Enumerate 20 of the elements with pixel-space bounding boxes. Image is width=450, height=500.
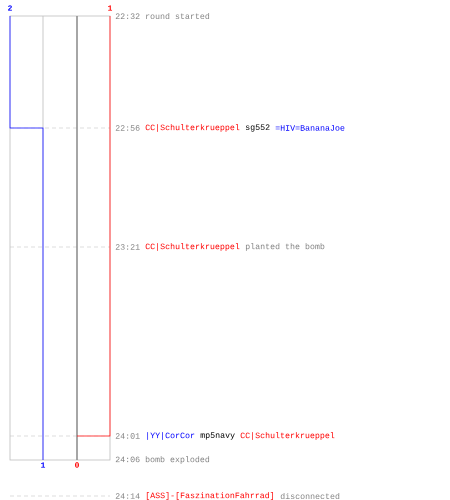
weapon-name: mp5navy	[200, 432, 235, 440]
timestamp: 23:21	[116, 244, 140, 250]
event-text: planted the bomb	[246, 243, 324, 251]
player-name: CC|Schulterkrueppel	[146, 124, 240, 132]
player-name: CC|Schulterkrueppel	[240, 432, 334, 440]
player-name: [ASS]-[FaszinationFahrrad]	[146, 492, 273, 500]
weapon-name: sg552	[246, 124, 270, 132]
count-number: 1	[108, 5, 112, 11]
player-name: CC|Schulterkrueppel	[146, 243, 240, 251]
count-number: 1	[41, 462, 46, 468]
event-text: 24:06 bomb exploded	[116, 456, 210, 464]
player-name: =HIV=BananaJoe	[276, 125, 344, 131]
timestamp: 22:56	[116, 125, 140, 131]
player-name: |YY|CorCor	[147, 432, 194, 440]
event-text: 22:32 round started	[116, 12, 210, 20]
count-number: 0	[75, 462, 79, 468]
timestamp: 24:01	[116, 433, 140, 439]
count-number: 2	[8, 5, 12, 11]
event-text: disconnected	[280, 492, 340, 500]
timestamp: 24:14	[116, 493, 140, 499]
